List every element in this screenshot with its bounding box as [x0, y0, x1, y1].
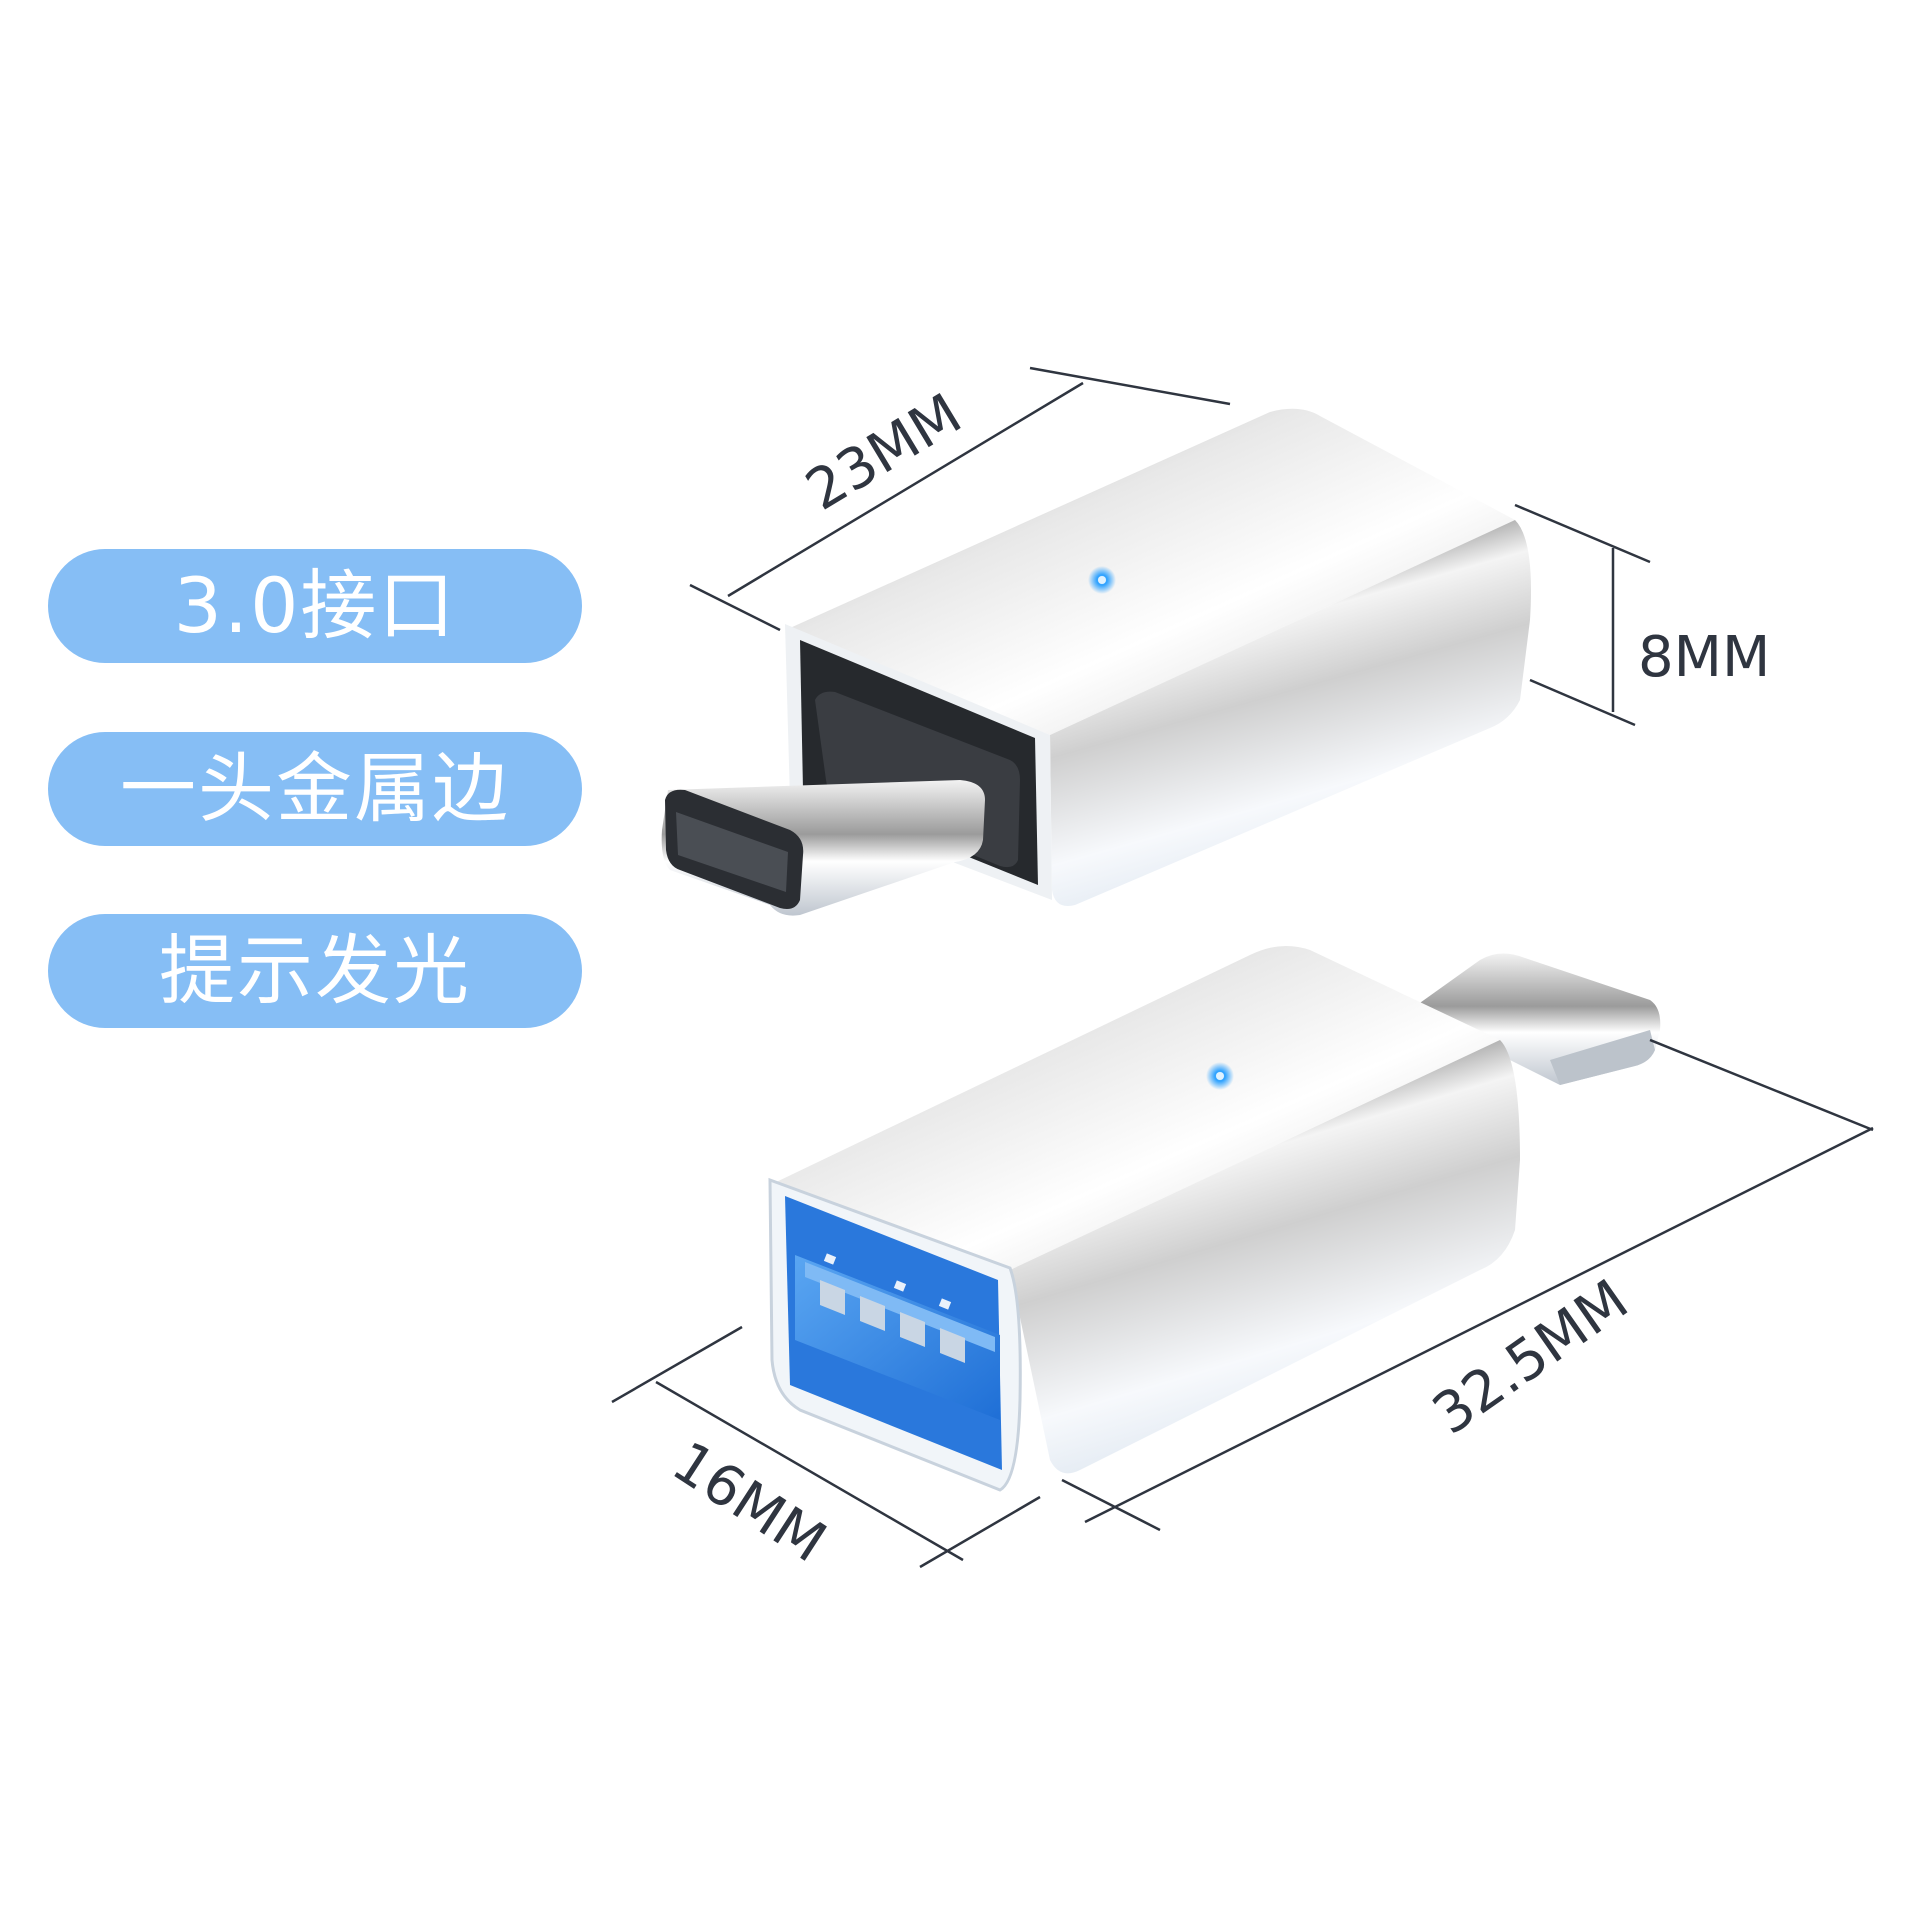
- feature-pill-label: 提示发光: [159, 926, 471, 1015]
- dimension-line-16mm: [655, 1380, 964, 1562]
- bottom-adapter: [768, 946, 1661, 1492]
- dimension-line-23mm: [727, 381, 1084, 598]
- dimension-label-8mm: 8MM: [1638, 625, 1771, 690]
- feature-pill-label: 3.0接口: [173, 561, 457, 650]
- dimension-lines: [611, 366, 1874, 1569]
- feature-pill-usb30: 3.0接口: [48, 549, 582, 663]
- feature-pill-led-indicator: 提示发光: [48, 914, 582, 1028]
- dimension-line-32-5mm: [1084, 1126, 1874, 1524]
- top-adapter: [661, 408, 1531, 916]
- feature-pill-metal-edge: 一头金属边: [48, 732, 582, 846]
- feature-pill-label: 一头金属边: [120, 744, 510, 833]
